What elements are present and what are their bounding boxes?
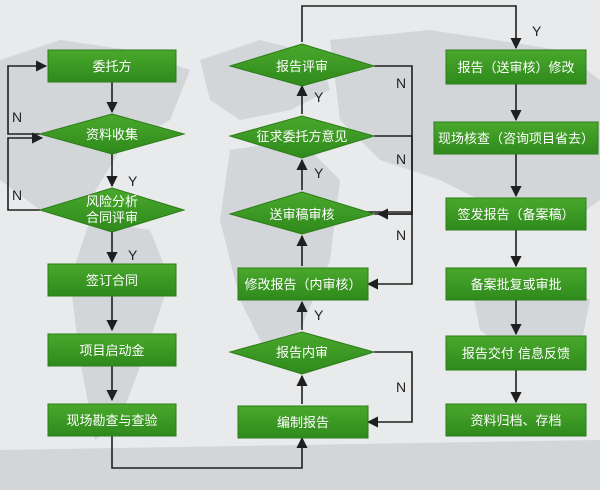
decision-client-opinion: 征求委托方意见 [228, 115, 376, 159]
yes-label: Y [314, 89, 324, 105]
node-report-delivery: 报告交付 信息反馈 [445, 335, 587, 371]
node-label-line2: 合同评审 [86, 211, 138, 226]
node-report-revision: 报告（送审核）修改 [445, 49, 587, 85]
no-label: N [396, 379, 406, 395]
node-label: 备案批复或审批 [470, 277, 561, 293]
node-project-start-fund: 项目启动金 [47, 333, 177, 367]
node-label: 征求委托方意见 [256, 129, 347, 145]
node-label: 送审稿审核 [269, 207, 334, 223]
node-label: 报告（送审核）修改 [457, 61, 574, 76]
decision-risk-analysis: 风险分析 合同评审 [38, 187, 186, 233]
node-label: 委托方 [92, 59, 131, 75]
node-label-line1: 风险分析 [86, 195, 138, 210]
node-issue-report: 签发报告（备案稿） [445, 197, 587, 231]
node-label: 修改报告（内审核） [244, 277, 361, 293]
node-label: 报告内审 [276, 345, 328, 361]
node-label: 签订合同 [86, 273, 138, 289]
node-label: 资料收集 [86, 127, 138, 143]
node-label: 报告评审 [276, 60, 328, 75]
yes-label: Y [532, 23, 542, 39]
node-label: 签发报告（备案稿） [457, 207, 574, 223]
no-label: N [396, 151, 406, 167]
node-label: 现场勘查与查验 [66, 413, 157, 429]
no-label: N [396, 227, 406, 243]
node-archive: 资料归档、存档 [445, 403, 587, 437]
no-label: N [12, 109, 22, 125]
node-compile-report: 编制报告 [237, 405, 369, 439]
node-filing-approval: 备案批复或审批 [445, 267, 587, 301]
node-label: 资料归档、存档 [470, 414, 561, 429]
node-label: 编制报告 [277, 416, 329, 431]
node-sign-contract: 签订合同 [47, 263, 177, 297]
decision-report-review: 报告评审 [228, 43, 376, 87]
no-label: N [396, 75, 406, 91]
no-label: N [12, 187, 22, 203]
branch-labels: N N Y Y Y Y Y N N N N Y [12, 23, 542, 395]
yes-label: Y [128, 247, 138, 263]
node-revise-report: 修改报告（内审核） [237, 267, 369, 301]
node-label: 项目启动金 [79, 343, 144, 359]
node-entrusting-party: 委托方 [47, 49, 177, 83]
node-label: 报告交付 信息反馈 [462, 346, 570, 362]
yes-label: Y [314, 165, 324, 181]
yes-label: Y [128, 173, 138, 189]
node-site-survey: 现场勘查与查验 [47, 403, 177, 437]
decision-data-collection: 资料收集 [38, 113, 186, 155]
decision-submit-draft-review: 送审稿审核 [228, 191, 376, 235]
yes-label: Y [314, 307, 324, 323]
decision-internal-review: 报告内审 [228, 331, 376, 375]
node-label: 现场核查（咨询项目省去） [438, 132, 594, 147]
node-onsite-verification: 现场核查（咨询项目省去） [433, 121, 599, 155]
connectors [7, 5, 522, 469]
